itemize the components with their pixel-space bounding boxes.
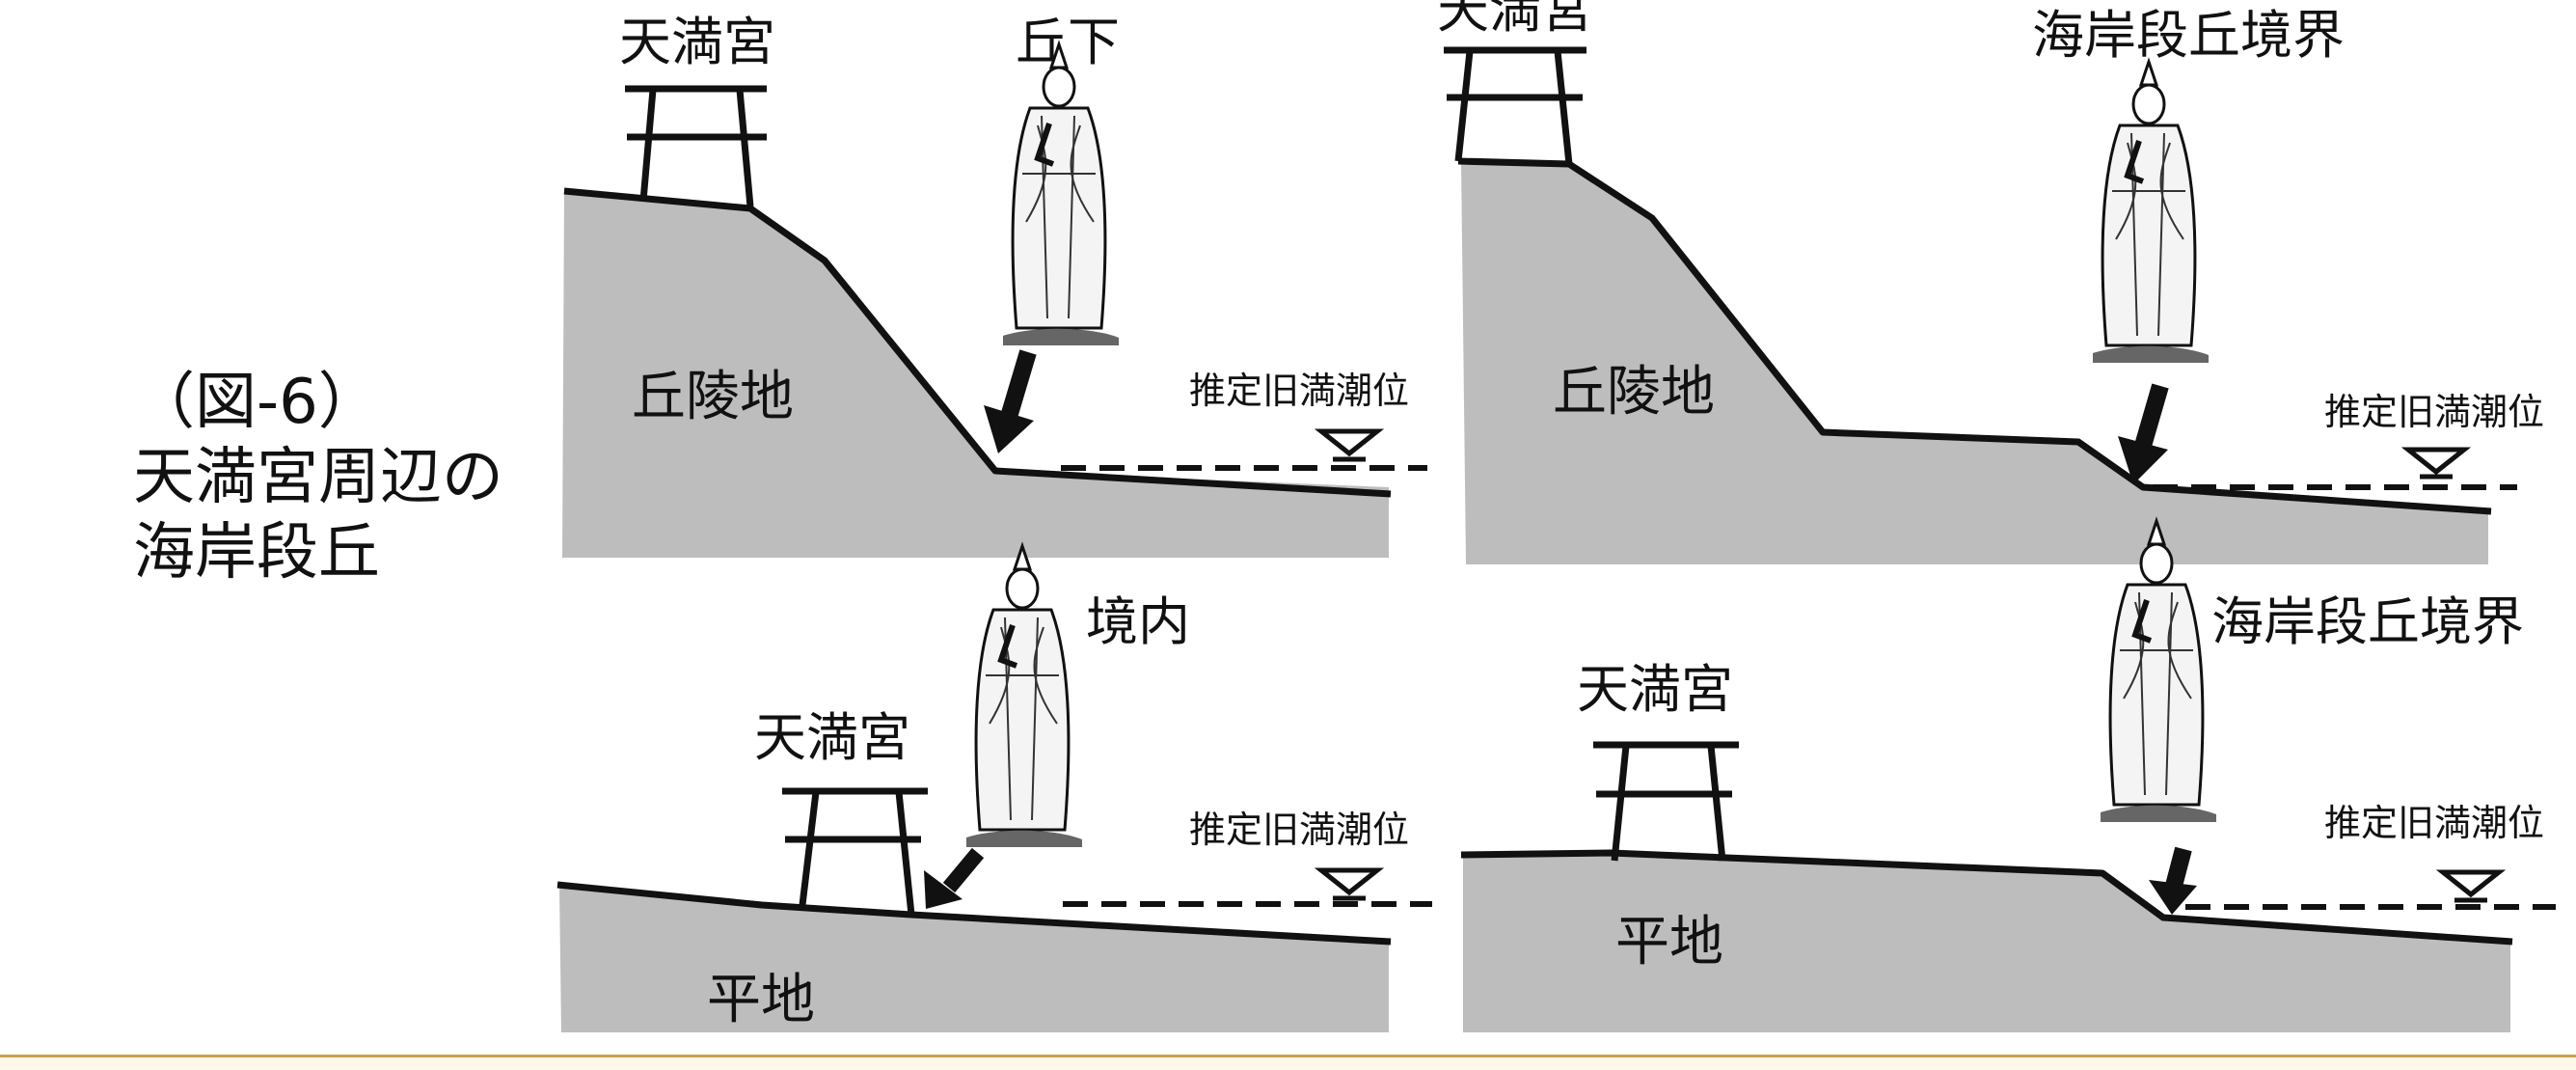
figure-label: 海岸段丘境界 xyxy=(2211,591,2524,652)
shrine-label: 天満宮 xyxy=(1437,0,1593,40)
ground-hill xyxy=(562,191,1389,558)
torii-gate-icon xyxy=(1444,46,1586,165)
caption-line-2: 天満宮周辺の xyxy=(133,442,503,513)
footer-bar xyxy=(0,1055,2576,1070)
panel-top-left: 天満宮 丘下 丘陵地 推定旧満潮位 xyxy=(562,12,1427,558)
ground-label: 平地 xyxy=(1615,911,1723,974)
standing-noble-figure-icon xyxy=(966,546,1082,847)
down-arrow-icon xyxy=(2118,383,2169,484)
torii-gate-icon xyxy=(1593,741,1739,862)
figure-label: 海岸段丘境界 xyxy=(2032,5,2345,66)
water-level-triangle-icon xyxy=(2435,869,2507,903)
water-level-triangle-icon xyxy=(1314,428,1385,462)
ground-profile-line xyxy=(556,881,1392,946)
shrine-label: 天満宮 xyxy=(619,12,775,72)
figure-label: 境内 xyxy=(1086,591,1190,652)
down-arrow-icon xyxy=(924,847,985,909)
figure-label: 丘下 xyxy=(1016,12,1120,72)
ground-flat xyxy=(559,885,1389,1032)
torii-gate-icon xyxy=(625,85,767,207)
tide-label: 推定旧満潮位 xyxy=(1189,809,1409,851)
ground-hill xyxy=(1461,161,2488,564)
ground-flat xyxy=(1463,853,2510,1032)
ground-label: 丘陵地 xyxy=(632,366,794,428)
ground-label: 平地 xyxy=(707,969,815,1031)
water-level-triangle-icon xyxy=(1314,867,1385,901)
water-level-triangle-icon xyxy=(2400,447,2472,480)
figure-caption: （図-6） 天満宮周辺の 海岸段丘 xyxy=(133,365,503,590)
caption-line-3: 海岸段丘 xyxy=(133,517,380,589)
tide-label: 推定旧満潮位 xyxy=(1189,370,1409,412)
down-arrow-icon xyxy=(984,349,1037,453)
caption-line-1: （図-6） xyxy=(133,367,380,438)
shrine-label: 天満宮 xyxy=(1577,659,1733,720)
panel-bottom-left: 天満宮 境内 平地 推定旧満潮位 xyxy=(556,546,1432,1032)
tide-label: 推定旧満潮位 xyxy=(2324,802,2544,844)
ground-label: 丘陵地 xyxy=(1553,361,1715,424)
torii-gate-icon xyxy=(782,787,928,916)
standing-noble-figure-icon xyxy=(2093,62,2209,363)
ground-profile-line xyxy=(563,187,1392,498)
tide-label: 推定旧満潮位 xyxy=(2324,391,2544,433)
ground-profile-line xyxy=(1460,849,2513,946)
standing-noble-figure-icon xyxy=(1003,44,1119,345)
panel-bottom-right: 天満宮 海岸段丘境界 平地 推定旧満潮位 xyxy=(1460,521,2556,1032)
shrine-label: 天満宮 xyxy=(754,707,910,768)
panel-top-right: 天満宮 海岸段丘境界 丘陵地 推定旧満潮位 xyxy=(1437,0,2544,564)
down-arrow-icon xyxy=(2149,846,2197,915)
standing-noble-figure-icon xyxy=(2101,521,2216,822)
